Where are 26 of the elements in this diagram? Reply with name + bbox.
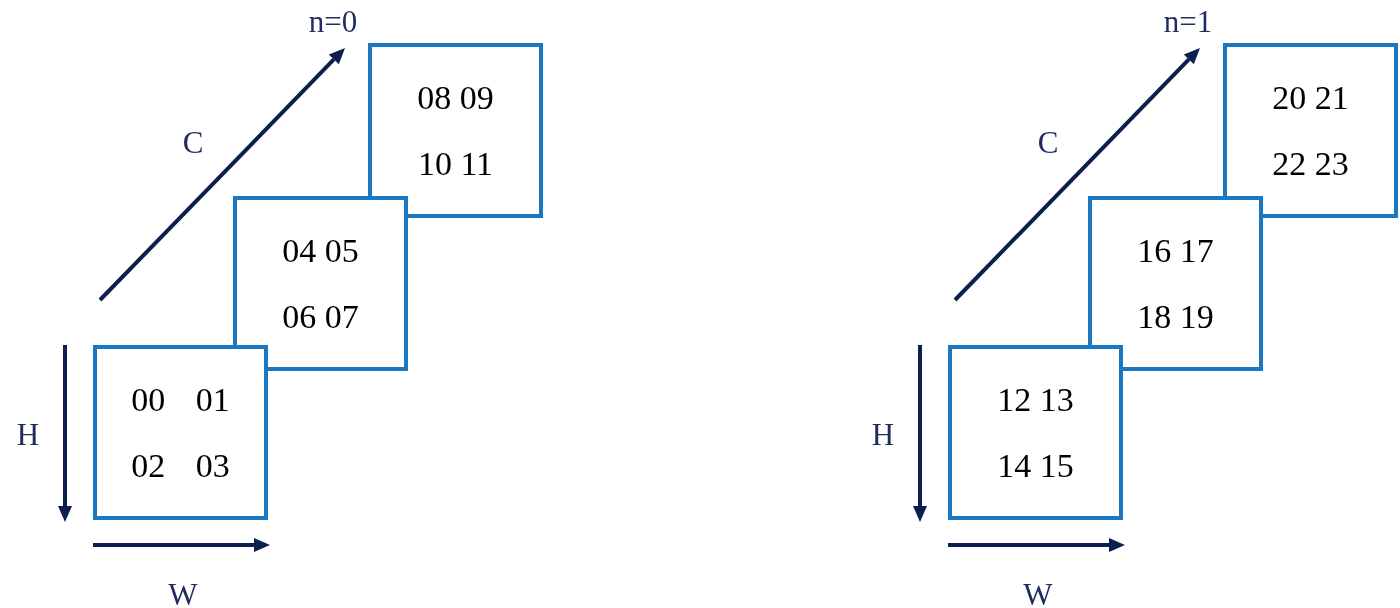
element-indices: 06 07 [282,298,359,335]
tensor-block [948,345,1123,520]
element-indices: 12 13 [997,381,1074,418]
tensor-block [233,196,408,371]
element-indices: 08 09 [417,79,494,116]
element-indices: 02 03 [131,447,230,484]
tensor-block [1223,43,1398,218]
tensor-block [93,345,268,520]
element-indices: 00 01 [131,381,230,418]
element-indices: 18 19 [1137,298,1214,335]
tensor-block [368,43,543,218]
axis-label: C [182,126,204,160]
element-indices: 16 17 [1137,232,1214,269]
element-indices: 04 05 [282,232,359,269]
axis-label: W [168,578,198,608]
axis-label: W [1023,578,1053,608]
axis-label: C [1037,126,1059,160]
element-indices: 22 23 [1272,145,1349,182]
element-indices: 20 21 [1272,79,1349,116]
axis-label: n=1 [1163,5,1213,39]
tensor-block [1088,196,1263,371]
element-indices: 10 11 [417,145,494,182]
axis-label: H [16,418,40,452]
axis-label: n=0 [308,5,358,39]
axis-label: H [871,418,895,452]
element-indices: 14 15 [997,447,1074,484]
